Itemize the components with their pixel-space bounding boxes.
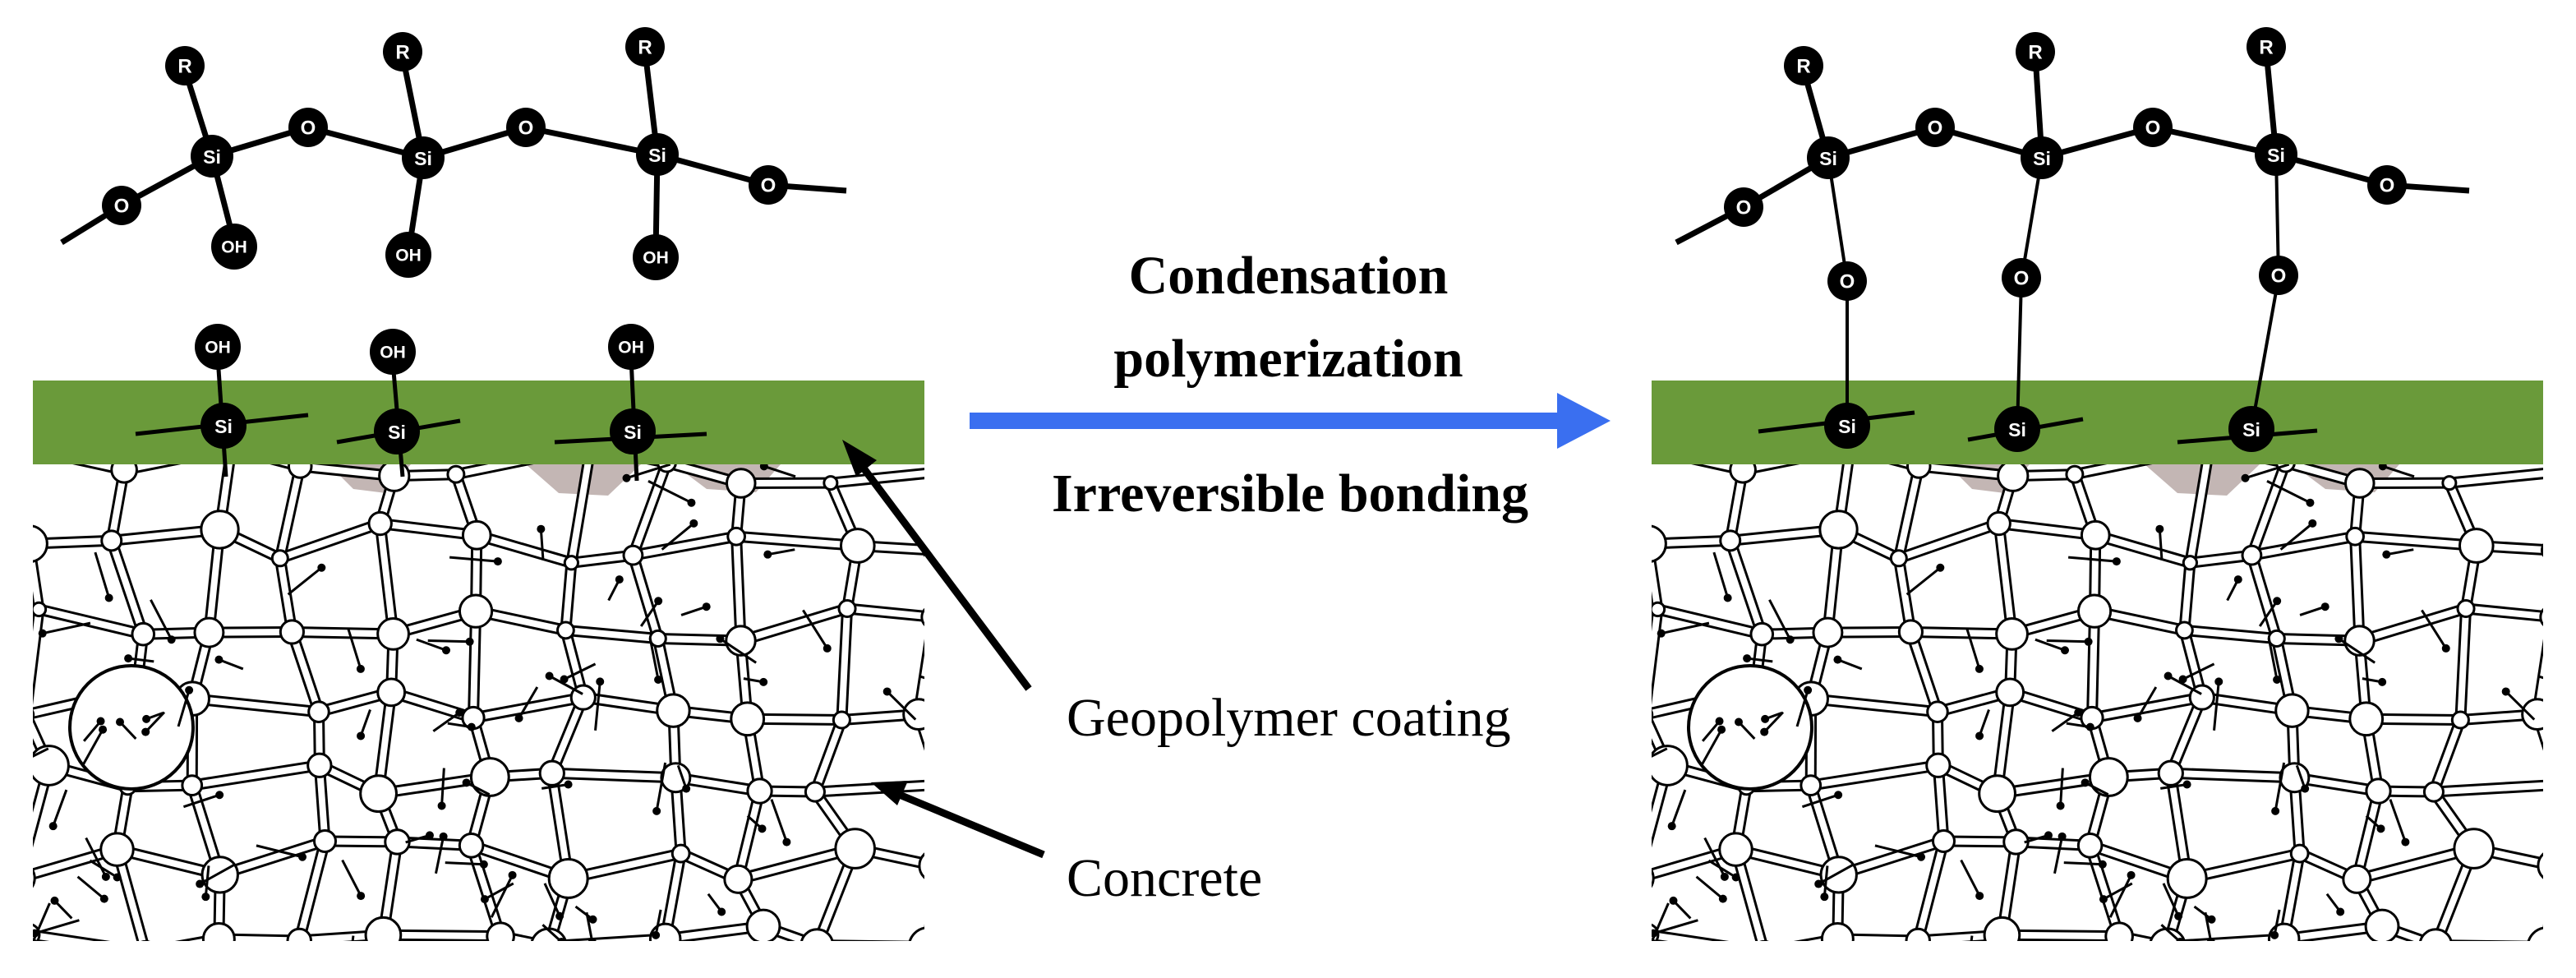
- o-atom: O: [749, 165, 788, 205]
- r-atom: R: [2016, 32, 2055, 72]
- si-atom: Si: [1807, 136, 1850, 179]
- r-atom: R: [383, 32, 422, 72]
- si-atom: Si: [1994, 406, 2040, 452]
- surface-atoms-left: OH Si OH Si OH Si: [195, 324, 656, 454]
- reaction-label-condensation: Condensation: [1129, 246, 1449, 306]
- oh-group: OH: [633, 234, 679, 280]
- svg-text:Si: Si: [414, 148, 432, 169]
- svg-text:R: R: [395, 42, 409, 64]
- svg-text:Si: Si: [1838, 416, 1856, 437]
- svg-text:Si: Si: [2008, 419, 2026, 441]
- svg-text:OH: OH: [205, 339, 231, 358]
- si-atom: Si: [374, 408, 420, 454]
- o-atom: O: [506, 108, 546, 147]
- svg-text:O: O: [1840, 271, 1855, 293]
- chain-atoms-right: O Si O Si O Si O R R R O O O: [1724, 27, 2407, 301]
- svg-text:O: O: [114, 196, 130, 218]
- concrete-pointer-arrow: [890, 787, 1045, 859]
- si-atom: Si: [402, 136, 445, 179]
- o-atom: O: [102, 186, 141, 225]
- svg-text:OH: OH: [395, 247, 422, 265]
- svg-text:R: R: [1796, 56, 1810, 78]
- o-atom: O: [2133, 108, 2173, 147]
- svg-text:R: R: [2028, 42, 2042, 64]
- svg-text:OH: OH: [221, 238, 247, 257]
- svg-text:O: O: [518, 118, 534, 140]
- svg-text:O: O: [1928, 118, 1943, 140]
- svg-text:Si: Si: [203, 146, 221, 168]
- o-atom: O: [2367, 165, 2407, 205]
- coating-pointer-head: [842, 440, 877, 477]
- svg-text:O: O: [2380, 175, 2395, 197]
- svg-text:OH: OH: [618, 339, 644, 358]
- si-atom: Si: [636, 133, 679, 176]
- panel-after: O Si O Si O Si O R R R O O O Si Si Si: [1652, 27, 2543, 941]
- reaction-arrow-group: Condensation polymerization Irreversible…: [970, 246, 1611, 524]
- si-atom: Si: [200, 403, 247, 449]
- svg-text:Si: Si: [214, 416, 233, 437]
- concrete-pointer-head: [871, 781, 908, 805]
- si-atom: Si: [2255, 133, 2297, 176]
- oh-group: OH: [385, 232, 431, 278]
- svg-text:Si: Si: [624, 422, 642, 443]
- surface-atoms-right: Si Si Si: [1824, 403, 2274, 452]
- coating-label: Geopolymer coating: [1067, 688, 1511, 748]
- geopolymer-coating-band: [1652, 381, 2543, 464]
- svg-text:O: O: [2271, 265, 2287, 288]
- oh-group: OH: [211, 224, 257, 270]
- bridging-o-atom: O: [1827, 261, 1867, 301]
- si-atom: Si: [2021, 136, 2063, 179]
- concrete-texture: [33, 464, 924, 941]
- r-atom: R: [2247, 27, 2286, 67]
- coating-pointer-arrow: [851, 454, 1032, 691]
- r-atom: R: [165, 46, 205, 85]
- svg-text:Si: Si: [2033, 148, 2051, 169]
- svg-text:O: O: [1736, 197, 1752, 219]
- si-atom: Si: [2228, 406, 2274, 452]
- svg-text:Si: Si: [2267, 145, 2285, 166]
- svg-text:R: R: [638, 37, 652, 59]
- svg-text:Si: Si: [648, 145, 666, 166]
- labels: Geopolymer coating Concrete: [842, 440, 1511, 908]
- svg-text:OH: OH: [643, 249, 669, 268]
- svg-text:R: R: [177, 56, 191, 78]
- geopolymer-coating-band: [33, 381, 924, 464]
- oh-group: OH: [195, 324, 241, 370]
- svg-text:R: R: [2259, 37, 2273, 59]
- concrete-texture: [1652, 464, 2543, 941]
- concrete-label: Concrete: [1067, 848, 1262, 908]
- oh-group: OH: [370, 329, 416, 375]
- reaction-label-irreversible: Irreversible bonding: [1052, 464, 1528, 524]
- svg-text:O: O: [2014, 268, 2030, 290]
- reaction-arrow-head: [1557, 393, 1611, 449]
- r-atom: R: [1784, 46, 1823, 85]
- svg-text:Si: Si: [1819, 148, 1837, 169]
- svg-text:O: O: [301, 118, 316, 140]
- svg-text:Si: Si: [388, 422, 406, 443]
- oh-group: OH: [608, 324, 654, 370]
- si-atom: Si: [1824, 403, 1870, 449]
- r-atom: R: [625, 27, 665, 67]
- panel-before: O Si O Si O Si O R R R OH OH OH OH Si OH…: [33, 27, 924, 941]
- reaction-label-polymerization: polymerization: [1113, 329, 1463, 389]
- si-atom: Si: [610, 408, 656, 454]
- si-atom: Si: [191, 135, 233, 178]
- o-atom: O: [1915, 108, 1955, 147]
- svg-text:O: O: [761, 175, 776, 197]
- svg-text:OH: OH: [380, 344, 406, 362]
- o-atom: O: [288, 108, 328, 147]
- chain-atoms-left: O Si O Si O Si O R R R OH OH OH: [102, 27, 788, 280]
- svg-text:O: O: [2145, 118, 2161, 140]
- bridging-o-atom: O: [2002, 258, 2041, 298]
- bridging-o-atom: O: [2259, 256, 2298, 295]
- o-atom: O: [1724, 187, 1763, 227]
- svg-text:Si: Si: [2242, 419, 2260, 441]
